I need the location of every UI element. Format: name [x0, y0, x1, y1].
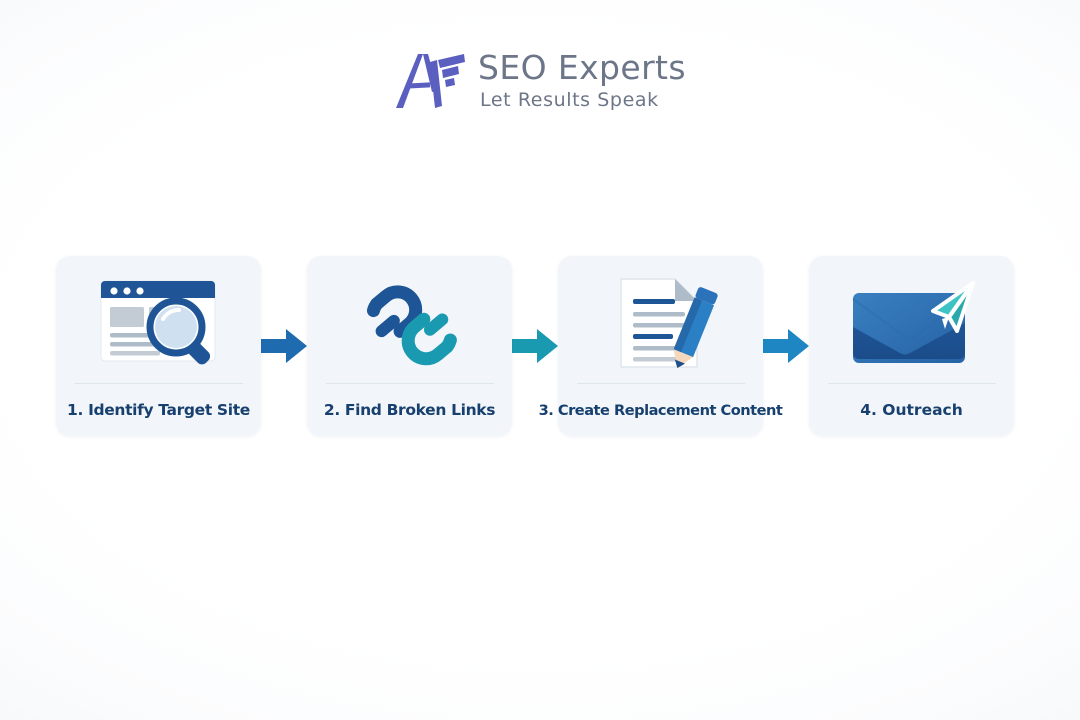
flow-step-identify-target-site[interactable]: 1. Identify Target Site — [56, 256, 261, 436]
arrow-right-icon — [261, 329, 307, 363]
card-divider — [576, 383, 745, 384]
flow-step-label: 3. Create Replacement Content — [538, 401, 783, 419]
broken-chain-link-icon — [307, 256, 512, 383]
browser-window-magnifier-icon — [56, 256, 261, 383]
flow-arrow-3 — [763, 256, 809, 436]
flow-step-find-broken-links[interactable]: 2. Find Broken Links — [307, 256, 512, 436]
flow-step-label: 4. Outreach — [860, 401, 963, 419]
flow-step-label: 1. Identify Target Site — [67, 401, 250, 419]
brand-tagline: Let Results Speak — [480, 89, 659, 111]
envelope-paper-plane-icon — [809, 256, 1014, 383]
brand-header: SEO Experts Let Results Speak — [0, 48, 1080, 112]
flow-step-create-replacement-content[interactable]: 3. Create Replacement Content — [539, 256, 783, 436]
process-flow: 1. Identify Target Site — [56, 256, 1014, 436]
card-divider — [74, 383, 243, 384]
flow-step-outreach[interactable]: 4. Outreach — [809, 256, 1014, 436]
flow-arrow-1 — [261, 256, 307, 436]
brand-title: SEO Experts — [478, 48, 686, 87]
flow-arrow-2 — [512, 256, 558, 436]
arrow-right-icon — [763, 329, 809, 363]
af-monogram-logo-icon — [394, 50, 468, 112]
card-divider — [827, 383, 996, 384]
flow-step-label: 2. Find Broken Links — [323, 401, 496, 419]
document-pencil-icon — [558, 256, 763, 383]
arrow-right-icon — [512, 329, 558, 363]
card-divider — [325, 383, 494, 384]
